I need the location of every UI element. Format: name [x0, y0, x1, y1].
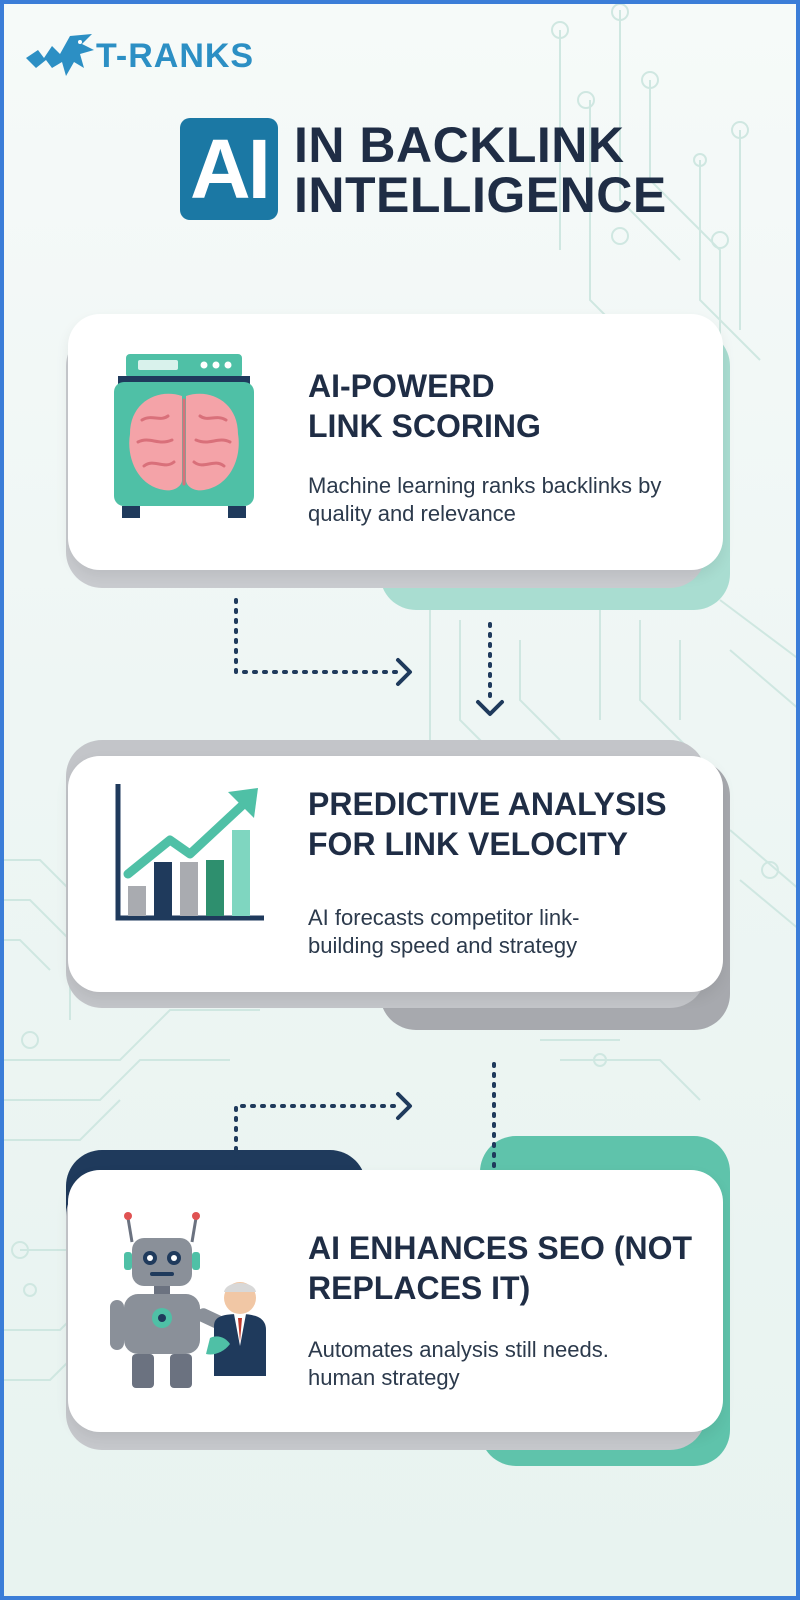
- page-title: IN BACKLINK INTELLIGENCE: [294, 120, 667, 220]
- card-link-velocity: PREDICTIVE ANALYSIS FOR LINK VELOCITY AI…: [68, 756, 723, 992]
- card-1-description: Machine learning ranks backlinks by qual…: [308, 473, 662, 526]
- shark-logo-icon: [26, 34, 94, 76]
- title-line-2: INTELLIGENCE: [294, 167, 667, 223]
- brand-name: T-RANKS: [96, 36, 255, 75]
- brain-machine-icon: [114, 354, 254, 518]
- card-2-title: PREDICTIVE ANALYSIS FOR LINK VELOCITY: [308, 786, 667, 862]
- card-link-scoring: AI-POWERD LINK SCORING Machine learning …: [68, 314, 723, 570]
- title-ai-badge: AI: [180, 118, 278, 220]
- card-1-title: AI-POWERD LINK SCORING: [308, 368, 541, 444]
- card-seo-enhancement: AI ENHANCES SEO (NOT REPLACES IT) Automa…: [68, 1170, 723, 1432]
- brand-logo[interactable]: T-RANKS: [22, 28, 254, 84]
- title-line-1: IN BACKLINK: [294, 117, 625, 173]
- robot-handshake-icon: [110, 1212, 266, 1388]
- card-2-description: AI forecasts competitor link- building s…: [308, 905, 580, 958]
- card-3-description: Automates analysis still needs. human st…: [308, 1337, 609, 1390]
- title-badge-text: AI: [190, 122, 271, 216]
- growth-chart-icon: [115, 784, 264, 921]
- card-3-title: AI ENHANCES SEO (NOT REPLACES IT): [308, 1230, 693, 1306]
